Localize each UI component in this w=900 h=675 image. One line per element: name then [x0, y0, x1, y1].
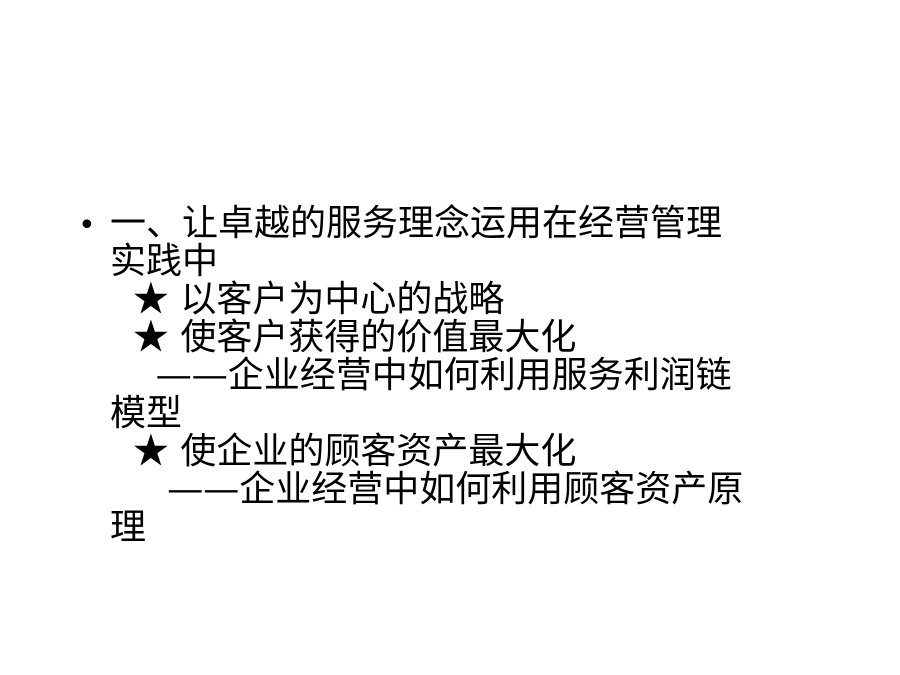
bullet-item: • 一、让卓越的服务理念运用在经营管理 实践中 ★ 以客户为中心的战略 ★ 使客… — [70, 205, 830, 547]
sub-point-2-line-1: ——企业经营中如何利用顾客资产原 — [110, 469, 744, 510]
bullet-text: 一、让卓越的服务理念运用在经营管理 实践中 ★ 以客户为中心的战略 ★ 使客户获… — [110, 205, 830, 547]
sub-point-1-line-2: 模型 — [110, 393, 183, 434]
heading-line-1: 一、让卓越的服务理念运用在经营管理 — [110, 203, 723, 244]
heading-line-2: 实践中 — [110, 241, 219, 282]
sub-point-1-line-1: ——企业经营中如何利用服务利润链 — [110, 355, 732, 396]
bullet-icon: • — [78, 208, 96, 243]
star-point-1: ★ 以客户为中心的战略 — [110, 279, 505, 320]
star-point-3: ★ 使企业的顾客资产最大化 — [110, 431, 577, 472]
sub-point-2-line-2: 理 — [110, 507, 147, 548]
star-point-2: ★ 使客户获得的价值最大化 — [110, 317, 577, 358]
